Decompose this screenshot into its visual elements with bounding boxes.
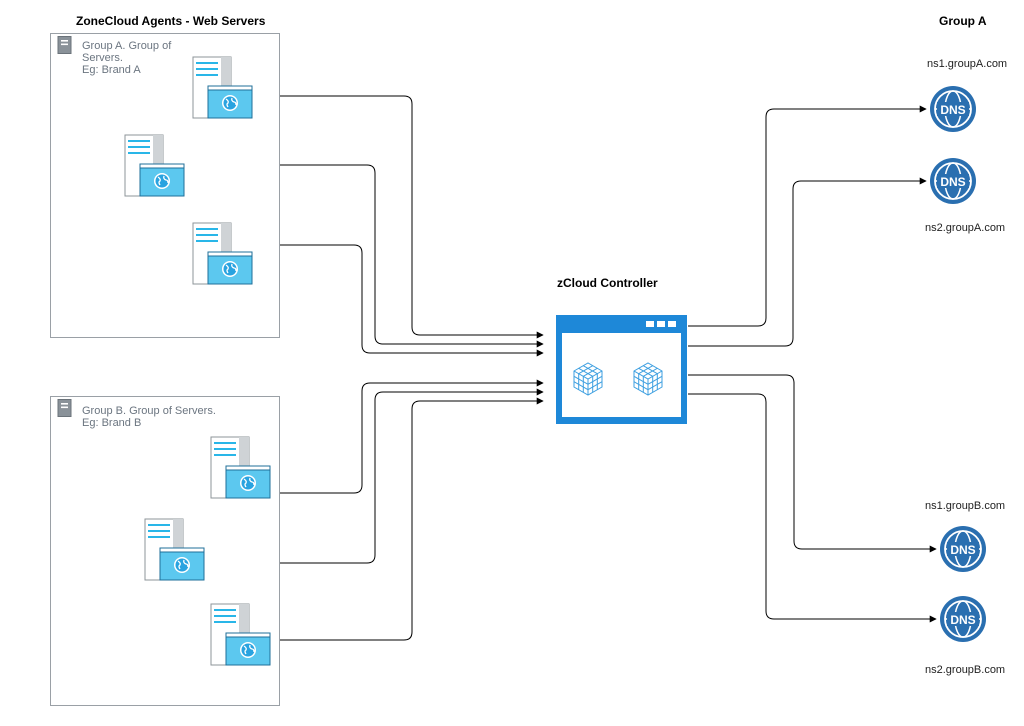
dns-globe-icon: DNS bbox=[940, 596, 986, 642]
dns-ns1-groupa-label: ns1.groupA.com bbox=[927, 58, 1008, 70]
web-server-b1[interactable] bbox=[210, 436, 272, 505]
web-server-a2[interactable] bbox=[124, 134, 186, 203]
dns-ns2-groupa[interactable]: DNS bbox=[928, 156, 978, 211]
group-b-label-line2: Eg: Brand B bbox=[82, 417, 142, 429]
dns-ns2-groupb[interactable]: DNS bbox=[938, 594, 988, 649]
connector-a3-controller bbox=[278, 244, 544, 357]
web-server-a1[interactable] bbox=[192, 56, 254, 125]
controller-label: zCloud Controller bbox=[557, 276, 658, 290]
dns-ns1-groupa[interactable]: DNS bbox=[928, 84, 978, 139]
group-a-heading: Group A bbox=[939, 14, 987, 28]
web-server-icon bbox=[210, 436, 271, 499]
connector-b2-controller bbox=[278, 388, 544, 564]
dns-text: DNS bbox=[950, 543, 975, 557]
web-server-a3[interactable] bbox=[192, 222, 254, 291]
connector-controller-ns1b bbox=[688, 374, 937, 553]
zcloud-controller[interactable] bbox=[556, 315, 687, 429]
web-server-icon bbox=[144, 518, 205, 581]
connector-b3-controller bbox=[278, 397, 544, 641]
dns-ns1-groupb[interactable]: DNS bbox=[938, 524, 988, 579]
dns-ns2-groupa-label: ns2.groupA.com bbox=[925, 222, 1006, 234]
dns-globe-icon: DNS bbox=[940, 526, 986, 572]
dns-globe-icon: DNS bbox=[930, 158, 976, 204]
connector-b1-controller bbox=[278, 379, 544, 494]
web-server-b3[interactable] bbox=[210, 603, 272, 672]
connector-a1-controller bbox=[278, 95, 544, 339]
dns-globe-icon: DNS bbox=[930, 86, 976, 132]
connector-a2-controller bbox=[278, 164, 544, 348]
group-a-label-line3: Eg: Brand A bbox=[82, 64, 141, 76]
dns-ns1-groupb-label: ns1.groupB.com bbox=[925, 500, 1006, 512]
application-cube-icon bbox=[556, 315, 687, 424]
dns-text: DNS bbox=[940, 175, 965, 189]
web-server-icon bbox=[192, 56, 253, 119]
group-b-label-line1: Group B. Group of Servers. bbox=[82, 405, 216, 417]
dns-ns2-groupb-label: ns2.groupB.com bbox=[925, 664, 1006, 676]
connector-controller-ns2a bbox=[688, 177, 927, 347]
diagram-title: ZoneCloud Agents - Web Servers bbox=[76, 14, 266, 28]
dns-text: DNS bbox=[950, 613, 975, 627]
connector-controller-ns1a bbox=[688, 105, 927, 327]
dns-text: DNS bbox=[940, 103, 965, 117]
group-a-label-line2: Servers. bbox=[82, 52, 123, 64]
web-server-icon bbox=[210, 603, 271, 666]
server-rack-icon bbox=[57, 399, 72, 417]
web-server-icon bbox=[124, 134, 185, 197]
web-server-b2[interactable] bbox=[144, 518, 206, 587]
server-rack-icon bbox=[57, 36, 72, 54]
web-server-icon bbox=[192, 222, 253, 285]
connector-controller-ns2b bbox=[688, 393, 937, 623]
group-a-label-line1: Group A. Group of bbox=[82, 40, 172, 52]
